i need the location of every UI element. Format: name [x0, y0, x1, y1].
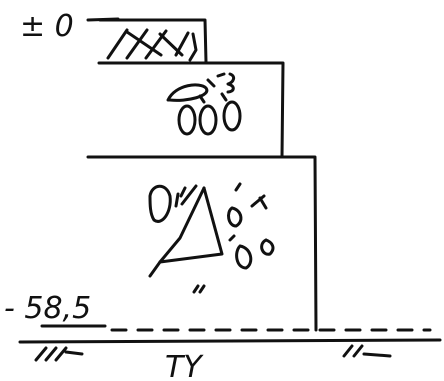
- bottom-level-label: - 58,5: [4, 291, 91, 326]
- bottom-tier-outline: [86, 155, 318, 332]
- ground-label: TY: [165, 350, 204, 381]
- top-tier-hatch: [106, 28, 198, 62]
- ground-base-line: [18, 338, 442, 344]
- middle-tier-outline: [97, 61, 285, 159]
- earth-hatch-left: [34, 346, 84, 362]
- top-tier-outline: [98, 18, 208, 64]
- earth-hatch-right: [342, 344, 392, 358]
- middle-tier-symbols: [166, 72, 242, 136]
- top-level-label: ± 0: [20, 9, 74, 44]
- bottom-tier-symbols: [148, 182, 275, 294]
